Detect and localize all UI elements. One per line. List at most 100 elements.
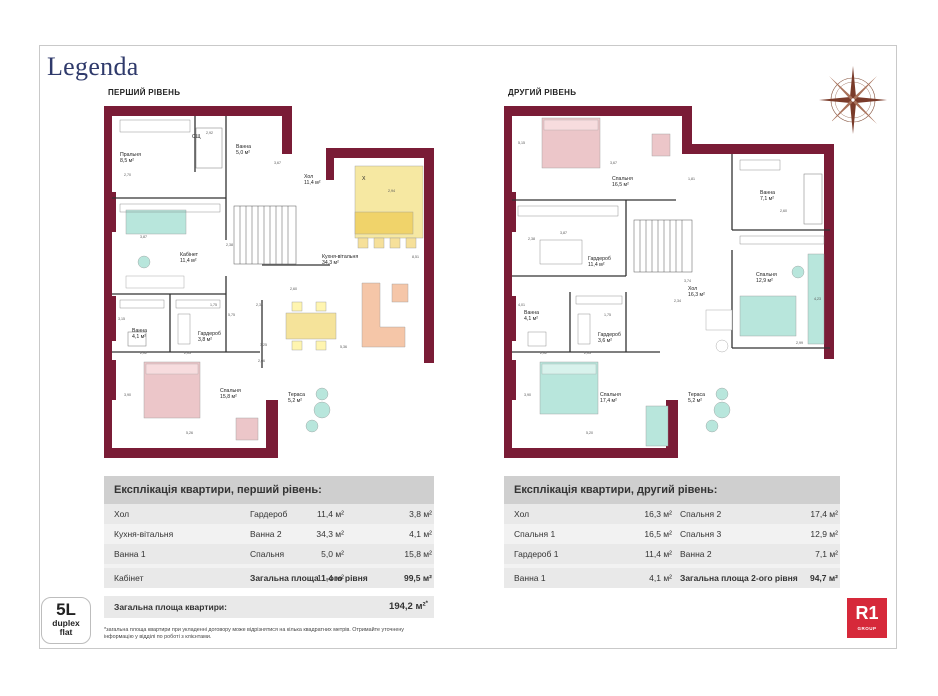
dim: 2,66 [258,359,265,363]
dim: 5,15 [518,141,525,145]
row-value: 5,0 м² [321,549,344,559]
first-khol-area: 11,4 м² [304,180,321,186]
first-vanna2-area: 4,1 м² [132,334,146,340]
second-level-total-label: Загальна площа 2-ого рівня [680,573,798,583]
total-area-footnote-mark: * [425,600,428,607]
dim: 1,81 [688,177,695,181]
dim: 1,75 [604,313,611,317]
row-value: 12,9 м² [810,529,838,539]
dim: 3,74 [684,279,691,283]
dim: 3,15 [118,317,125,321]
table-row: Ванна 1 5,0 м² Спальня 15,8 м² [104,544,434,564]
row-label: Гардероб 1 [514,549,559,559]
first-vanna1-area: 5,0 м² [236,150,250,156]
dim: 2,02 [140,351,147,355]
first-table-title: Експлікація квартири, перший рівень: [104,476,434,504]
table-row: Хол 11,4 м² Гардероб 3,8 м² [104,504,434,524]
first-level-total-value: 99,5 м² [403,573,432,583]
second-level-title: ДРУГИЙ РІВЕНЬ [508,88,577,97]
total-area-box: Загальна площа квартири: 194,2 м²* [104,596,434,618]
second-exterior-walls [504,106,834,458]
row-value: 7,1 м² [815,549,838,559]
dim: 5,36 [340,345,347,349]
dim: 3,90 [124,393,131,397]
first-sch-label: СЩ [192,134,201,140]
second-level-floor-plan: Спальня 16,5 м² Ванна 7,1 м² Гардероб 11… [504,106,834,458]
first-vanna1-label: Ванна [236,144,251,150]
row-label: Кухня-вітальня [114,529,174,539]
table-row: Ванна 1 4,1 м² Загальна площа 2-ого рівн… [504,568,840,588]
apartment-type-line1: duplex [52,618,80,628]
first-kukhnia-area: 34,3 м² [322,260,339,266]
row-label: Спальня 1 [514,529,556,539]
row-value: 15,8 м² [404,549,432,559]
dim: 3,67 [610,161,617,165]
first-level-total-label: Загальна площа 1-ого рівня [250,573,368,583]
second-vanna1-label: Ванна [524,310,539,316]
footnote-text: *загальна площа квартири при укладенні д… [104,627,404,640]
row-value: 16,5 м² [644,529,672,539]
dim: 2,34 [256,303,263,307]
table-row: Хол 16,3 м² Спальня 2 17,4 м² [504,504,840,524]
total-area-value: 194,2 м² [389,601,426,612]
second-spalnia1-area: 16,5 м² [612,182,629,188]
row-value: 4,1 м² [649,573,672,583]
kitchen-x-mark: X [362,176,366,182]
r1-group-text: GROUP [857,626,877,631]
second-staircase [633,219,693,273]
r1-mark: R1 [855,603,879,623]
dim: 3,87 [560,231,567,235]
table-row: Кухня-вітальня 34,3 м² Ванна 2 4,1 м² [104,524,434,544]
dim: 2,60 [780,209,787,213]
first-spalnia-area: 15,8 м² [220,394,237,400]
row-value: 11,4 м² [317,573,344,583]
row-label: Ванна 1 [114,549,146,559]
first-garderob-area: 3,8 м² [198,337,212,343]
first-kabinet-area: 11,4 м² [180,258,197,264]
dim: 5,26 [186,431,193,435]
second-terasa-label: Тераса [688,392,705,398]
table-row: Кабінет 11,4 м² Загальна площа 1-ого рів… [104,568,434,588]
row-value: 16,3 м² [644,509,672,519]
row-label: Спальня [250,549,285,559]
first-khol-label: Хол [304,174,313,180]
second-spalnia2-label: Спальня [600,392,621,398]
row-label: Кабінет [114,573,144,583]
first-kabinet-label: Кабінет [180,252,199,258]
row-label: Хол [114,509,130,519]
second-garderob1-label: Гардероб [588,256,611,262]
second-level-total-value: 94,7 м² [809,573,838,583]
first-pralnia-label: Пральня [120,152,141,158]
dim: 5,20 [586,431,593,435]
second-vanna2-label: Ванна [760,190,775,196]
first-pralnia-area: 8,5 м² [120,158,134,164]
second-terasa-area: 5,2 м² [688,398,702,404]
legenda-logo: Legenda [47,52,139,81]
dim: 2,99 [796,341,803,345]
dim: 2,94 [388,189,395,193]
dim: 2,05 [184,351,191,355]
dim: 4,23 [814,297,821,301]
first-study-sofa [125,209,187,235]
row-label: Ванна 1 [514,573,546,583]
dim: 8,51 [412,255,419,259]
first-level-floor-plan: X Пральня 8,5 м² СЩ Ванна 5,0 м² Хол 11,… [104,106,434,458]
apartment-type-line2: flat [59,627,73,637]
row-value: 34,3 м² [316,529,344,539]
total-area-label: Загальна площа квартири: [114,602,227,612]
second-garderob2-label: Гардероб [598,332,621,338]
row-value: 11,4 м² [645,549,672,559]
second-table-title: Експлікація квартири, другий рівень: [504,476,840,504]
first-terasa-area: 5,2 м² [288,398,302,404]
dim: 5,75 [228,313,235,317]
dim: 3,67 [274,161,281,165]
dim: 2,05 [584,351,591,355]
dim: 1,75 [210,303,217,307]
second-spalnia2-area: 17,4 м² [600,398,617,404]
dim: 2,34 [674,299,681,303]
dim: 4,01 [518,303,525,307]
dim: 2,38 [226,243,233,247]
row-label: Гардероб [250,509,288,519]
apartment-type-badge: 5L duplex flat [41,597,91,644]
dim: 3,25 [260,343,267,347]
